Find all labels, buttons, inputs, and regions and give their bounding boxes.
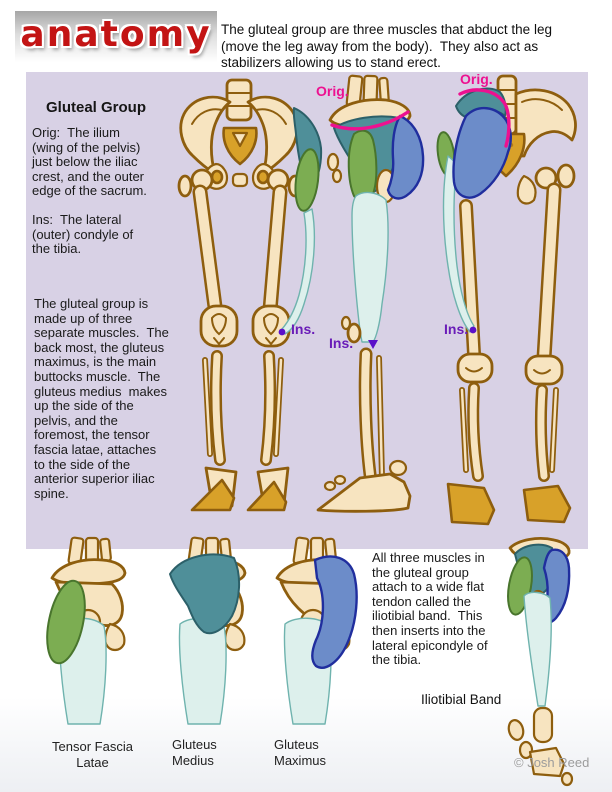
iliotibial-band-shape-side — [351, 191, 389, 343]
insertion-dot-side — [368, 340, 378, 349]
gluteus-medius-figure — [169, 536, 247, 725]
iliotibial-band-label: Iliotibial Band — [421, 692, 502, 707]
page-title: Gluteal Group — [46, 99, 147, 116]
side-view-figure — [316, 74, 425, 513]
thigh-band — [178, 617, 227, 725]
gluteus-maximus-shape-back — [452, 107, 512, 199]
tensor-fascia-latae-label: Tensor Fascia Latae — [52, 739, 133, 770]
front-skeleton-bones — [177, 78, 303, 512]
tensor-fascia-latae-figure — [46, 536, 127, 725]
tensor-fascia-latae-shape-side — [347, 129, 378, 203]
origin-line-back — [458, 88, 511, 148]
iliotibial-paragraph: All three muscles in the gluteal group a… — [372, 550, 488, 668]
gluteus-medius-label: Gluteus Medius — [172, 737, 217, 768]
insertion-label-side: Ins. — [329, 335, 354, 351]
front-view-figure — [177, 78, 323, 512]
iliotibial-band-shape — [523, 591, 552, 707]
origin-label-back: Orig. — [460, 71, 493, 87]
anatomy-logo: anatomy — [15, 11, 217, 62]
gluteus-maximus-label: Gluteus Maximus — [274, 737, 327, 768]
iliotibial-band-figure — [507, 537, 574, 787]
gluteus-maximus-shape-side — [386, 114, 425, 200]
ankle-bones — [507, 706, 574, 787]
insertion-label-back: Ins. — [444, 321, 469, 337]
gluteus-maximus-figure — [275, 536, 358, 725]
tensor-fascia-latae-shape-front — [294, 148, 320, 212]
insertion-dot-front — [278, 328, 286, 336]
credit-text: © Josh Reed — [514, 755, 590, 770]
intro-paragraph: The gluteal group are three muscles that… — [221, 22, 552, 70]
insertion-paragraph: Ins: The lateral (outer) condyle of the … — [32, 212, 134, 257]
description-paragraph: The gluteal group is made up of three se… — [34, 296, 169, 501]
anatomy-logo-text: anatomy — [20, 13, 212, 55]
origin-label-side: Orig. — [316, 83, 349, 99]
origin-line-side — [330, 110, 410, 131]
tensor-fascia-latae-shape — [46, 579, 86, 665]
side-lower-leg-bones — [316, 315, 412, 513]
origin-paragraph: Orig: The ilium (wing of the pelvis) jus… — [32, 125, 147, 199]
gluteus-medius-shape — [169, 553, 240, 635]
insertion-label-front: Ins. — [291, 321, 316, 337]
gluteus-maximus-shape — [311, 555, 358, 669]
back-view-figure — [436, 74, 577, 526]
insertion-dot-back — [469, 326, 477, 334]
